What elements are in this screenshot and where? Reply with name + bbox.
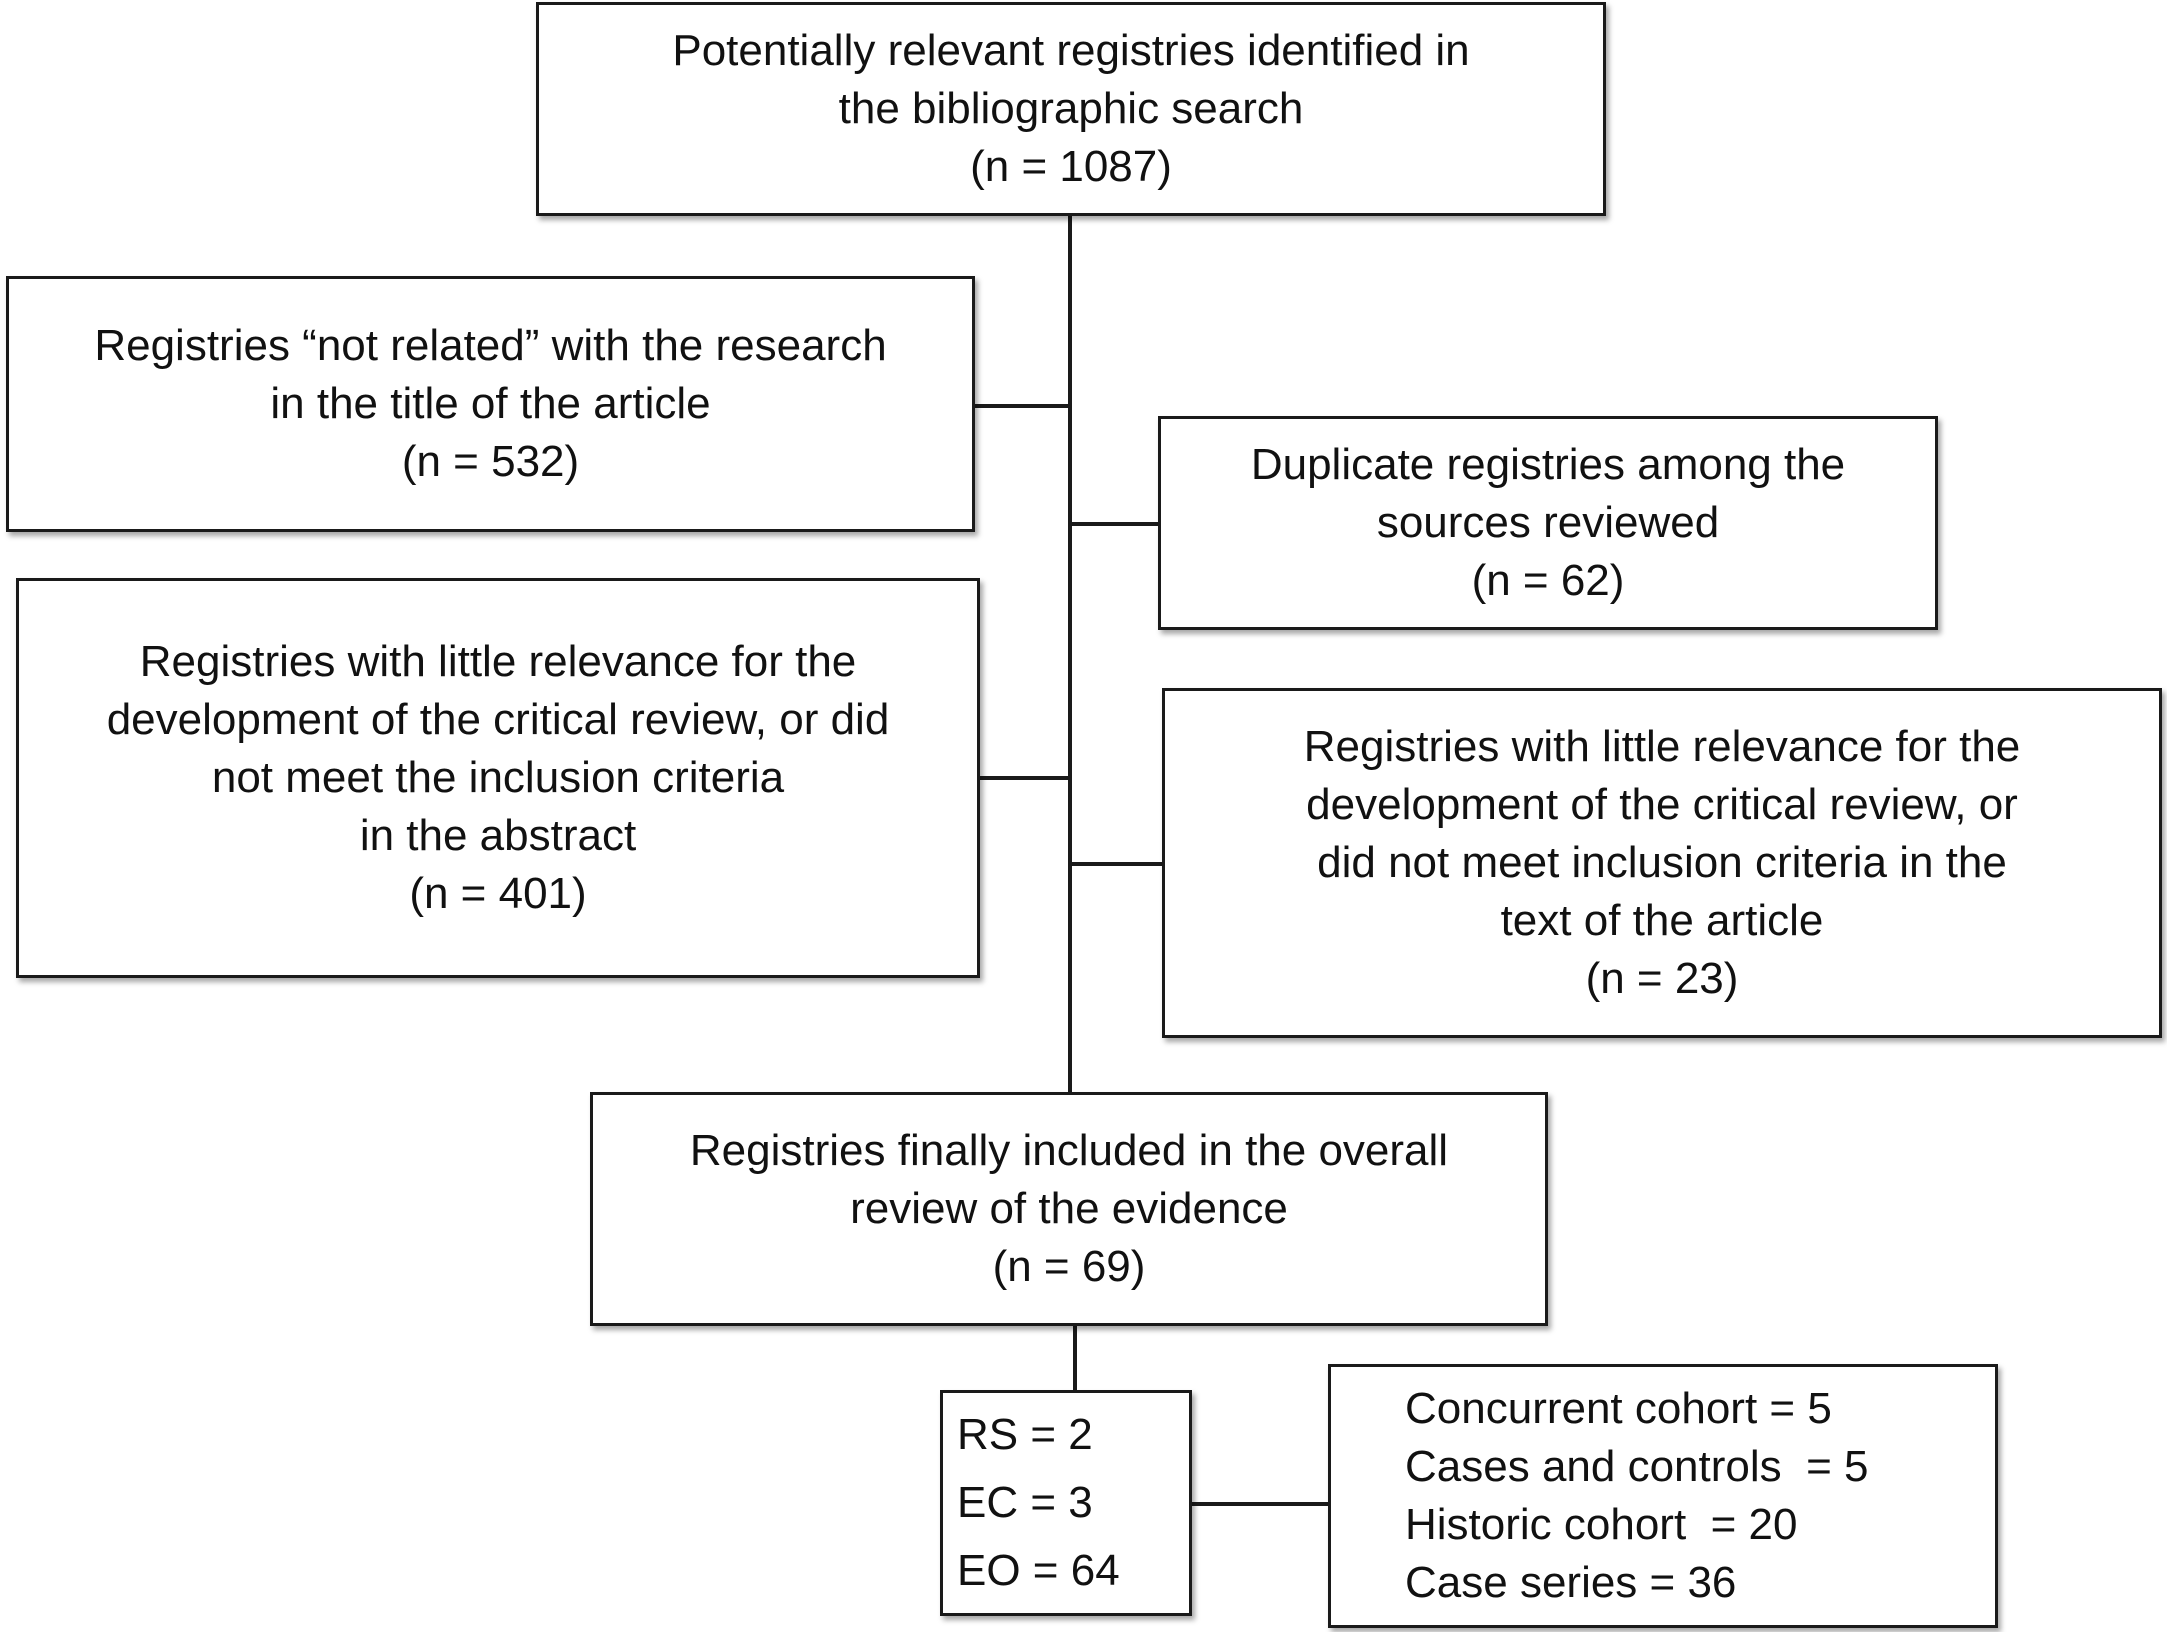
abstract-line-4: in the abstract [359, 811, 637, 860]
text-line-4: text of the article [1500, 896, 1824, 945]
included-line-2: review of the evidence [850, 1184, 1288, 1233]
included-box: Registries finally included in the overa… [590, 1092, 1548, 1326]
identified-count: (n = 1087) [970, 142, 1172, 191]
abstract-count: (n = 401) [409, 869, 587, 918]
identified-box: Potentially relevant registries identifi… [536, 2, 1606, 216]
not-related-line-1: Registries “not related” with the resear… [94, 321, 887, 370]
observational-breakdown-box: Concurrent cohort = 5 Cases and controls… [1328, 1364, 1998, 1628]
not-related-count: (n = 532) [401, 437, 580, 486]
not-related-line-2: in the title of the article [270, 379, 711, 428]
included-line-1: Registries finally included in the overa… [689, 1126, 1449, 1175]
abstract-line-1: Registries with little relevance for the [139, 637, 857, 686]
study-type-rs: RS = 2 [957, 1410, 1093, 1459]
duplicates-box: Duplicate registries among the sources r… [1158, 416, 1938, 630]
duplicates-line-1: Duplicate registries among the [1250, 440, 1846, 489]
abstract-line-3: not meet the inclusion criteria [211, 753, 785, 802]
breakdown-case-series: Case series = 36 [1405, 1558, 1737, 1607]
abstract-line-2: development of the critical review, or d… [106, 695, 890, 744]
duplicates-count: (n = 62) [1471, 556, 1625, 605]
breakdown-historic-cohort: Historic cohort = 20 [1405, 1500, 1798, 1549]
abstract-excluded-box: Registries with little relevance for the… [16, 578, 980, 978]
text-line-3: did not meet inclusion criteria in the [1317, 838, 2007, 887]
identified-line-2: the bibliographic search [838, 84, 1304, 133]
study-type-eo: EO = 64 [957, 1546, 1120, 1595]
study-types-box: RS = 2 EC = 3 EO = 64 [940, 1390, 1192, 1616]
breakdown-concurrent-cohort: Concurrent cohort = 5 [1405, 1384, 1832, 1433]
text-excluded-box: Registries with little relevance for the… [1162, 688, 2162, 1038]
text-count: (n = 23) [1585, 954, 1739, 1003]
text-line-1: Registries with little relevance for the [1303, 722, 2021, 771]
identified-line-1: Potentially relevant registries identifi… [672, 26, 1470, 75]
included-count: (n = 69) [992, 1242, 1146, 1291]
duplicates-line-2: sources reviewed [1376, 498, 1720, 547]
breakdown-cases-controls: Cases and controls = 5 [1405, 1442, 1869, 1491]
study-type-ec: EC = 3 [957, 1478, 1093, 1527]
not-related-box: Registries “not related” with the resear… [6, 276, 975, 532]
text-line-2: development of the critical review, or [1306, 780, 2018, 829]
